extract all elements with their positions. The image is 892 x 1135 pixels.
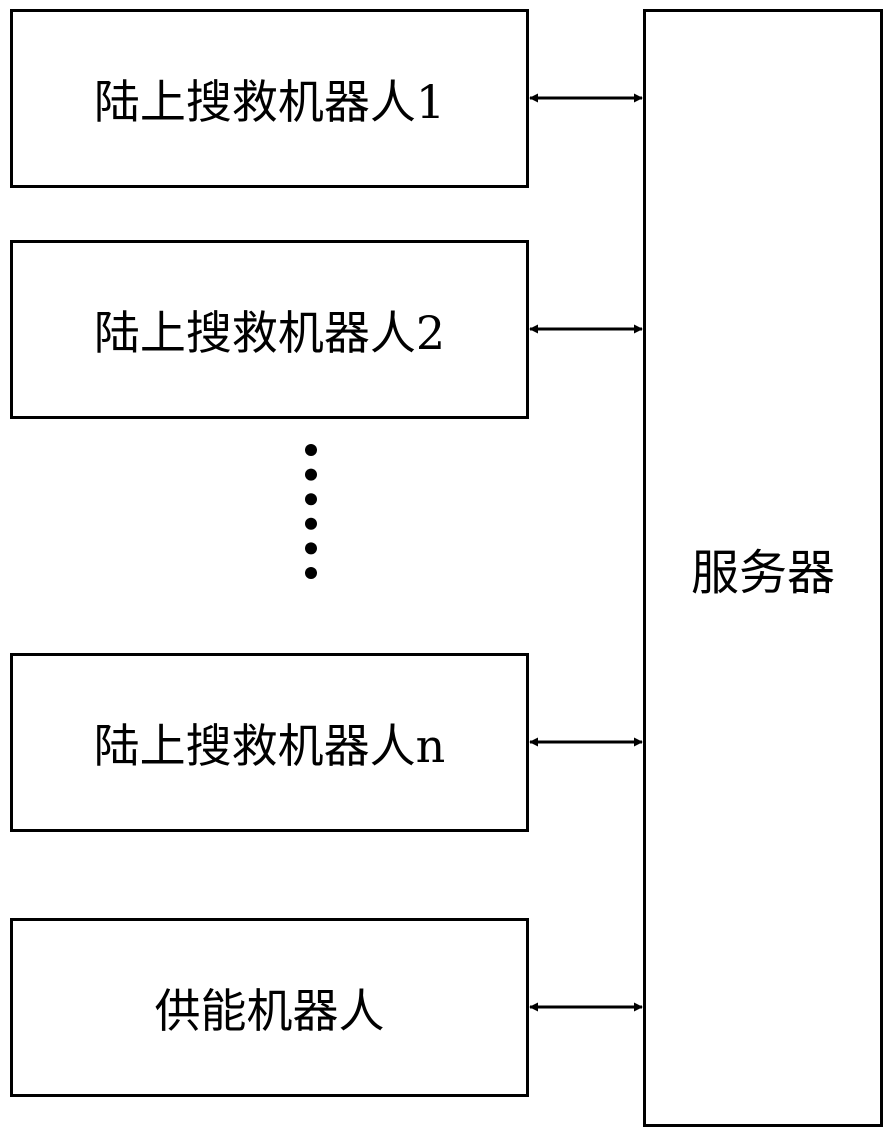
ellipsis-dot xyxy=(305,517,317,530)
server-label: 服务器 xyxy=(690,545,835,601)
power-supply-robot-box: 供能机器人 xyxy=(10,918,529,1097)
power-supply-robot-label: 供能机器人 xyxy=(154,983,385,1038)
ellipsis-dots xyxy=(305,444,317,579)
ellipsis-dot xyxy=(305,542,317,555)
ellipsis-dot xyxy=(305,493,317,506)
land-rescue-robot-1-label: 陆上搜救机器人1 xyxy=(93,74,446,129)
land-rescue-robot-n-label: 陆上搜救机器人n xyxy=(93,718,446,773)
land-rescue-robot-2-box: 陆上搜救机器人2 xyxy=(10,240,529,419)
ellipsis-dot xyxy=(305,468,317,481)
server-box: 服务器 xyxy=(643,9,883,1127)
land-rescue-robot-1-box: 陆上搜救机器人1 xyxy=(10,9,529,188)
land-rescue-robot-n-box: 陆上搜救机器人n xyxy=(10,653,529,832)
ellipsis-dot xyxy=(305,567,317,579)
ellipsis-dot xyxy=(305,444,317,456)
land-rescue-robot-2-label: 陆上搜救机器人2 xyxy=(93,305,446,360)
